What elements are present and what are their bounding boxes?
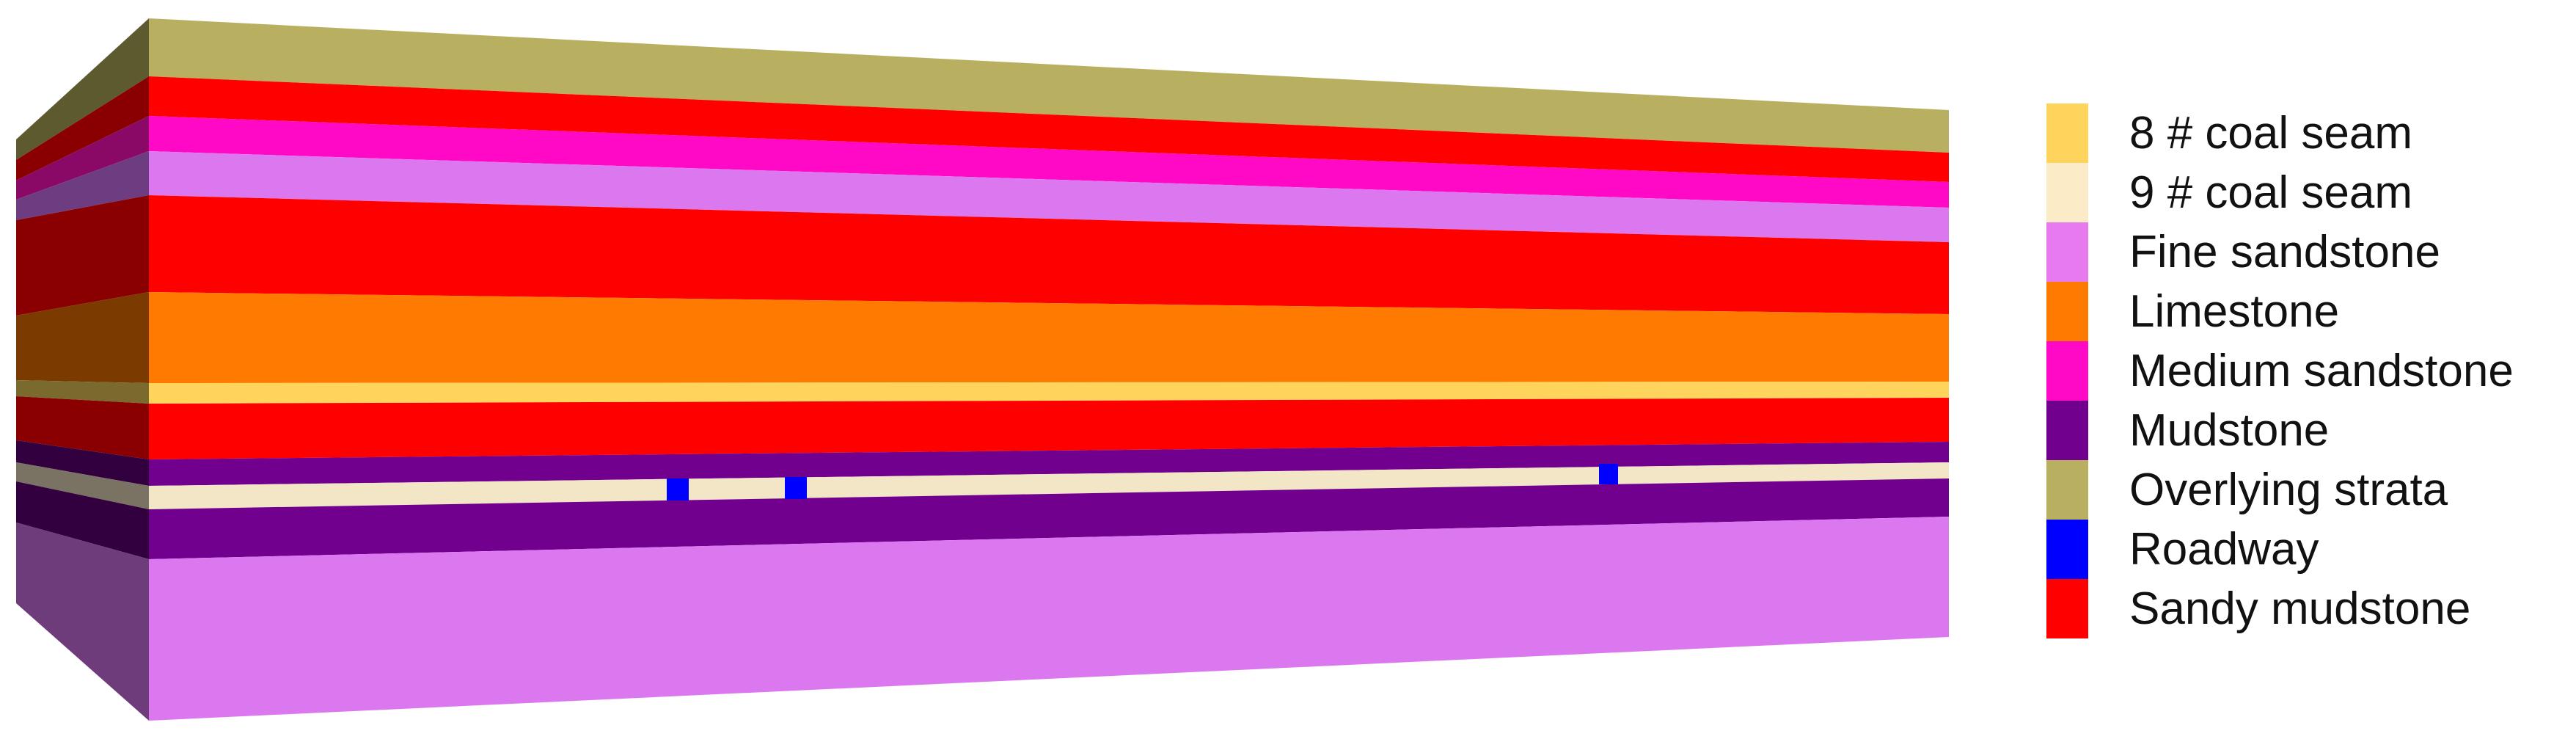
legend-label: 9 # coal seam (2129, 167, 2412, 218)
roadway-2 (785, 477, 807, 499)
legend-label: Limestone (2129, 285, 2340, 337)
legend-swatch (2046, 520, 2088, 579)
side-sandy-mudstone-upper (16, 76, 149, 181)
legend-swatch (2046, 103, 2088, 163)
legend-swatch (2046, 579, 2088, 638)
side-mudstone-lower (16, 481, 149, 559)
legend-item: Medium sandstone (2046, 341, 2560, 401)
legend-label: 8 # coal seam (2129, 107, 2412, 159)
layer-limestone (149, 292, 1949, 383)
layer-9-coal-seam (149, 462, 1949, 509)
legend-item: Mudstone (2046, 401, 2560, 460)
layer-sandy-mudstone-upper (149, 76, 1949, 182)
roadway-3 (1599, 464, 1618, 484)
front-face (149, 18, 1949, 721)
legend-swatch (2046, 222, 2088, 282)
layer-fine-sandstone-lower (149, 517, 1949, 721)
legend-item: 8 # coal seam (2046, 103, 2560, 163)
layer-medium-sandstone (149, 116, 1949, 208)
layer-overlying-strata (149, 18, 1949, 153)
legend-label: Medium sandstone (2129, 345, 2514, 396)
legend-swatch (2046, 401, 2088, 460)
side-9-coal-seam (16, 462, 149, 509)
legend-item: Roadway (2046, 520, 2560, 579)
roadway-1 (667, 478, 689, 500)
layer-8-coal-seam (149, 382, 1949, 404)
side-fine-sandstone-upper (16, 151, 149, 220)
side-medium-sandstone (16, 116, 149, 200)
roadways (667, 464, 1618, 500)
side-face (16, 18, 149, 721)
side-limestone (16, 292, 149, 383)
legend-label: Fine sandstone (2129, 226, 2440, 277)
legend-item: Sandy mudstone (2046, 579, 2560, 638)
side-sandy-mudstone-middle (16, 195, 149, 316)
legend-item: Fine sandstone (2046, 222, 2560, 282)
legend-item: Limestone (2046, 282, 2560, 341)
legend-label: Mudstone (2129, 404, 2330, 456)
side-fine-sandstone-lower (16, 523, 149, 721)
legend-label: Overlying strata (2129, 464, 2448, 515)
layer-sandy-mudstone-lower (149, 398, 1949, 459)
legend-item: 9 # coal seam (2046, 163, 2560, 222)
legend-swatch (2046, 282, 2088, 341)
strata-model-3d (16, 18, 1949, 721)
layer-fine-sandstone-upper (149, 151, 1949, 242)
layer-mudstone-lower (149, 478, 1949, 559)
legend-swatch (2046, 460, 2088, 520)
legend-swatch (2046, 163, 2088, 222)
legend-item: Overlying strata (2046, 460, 2560, 520)
legend-label: Roadway (2129, 523, 2319, 575)
layer-mudstone-upper (149, 442, 1949, 486)
side-overlying-strata (16, 18, 149, 160)
legend-swatch (2046, 341, 2088, 401)
legend-label: Sandy mudstone (2129, 583, 2471, 634)
side-mudstone-upper (16, 440, 149, 486)
side-sandy-mudstone-lower (16, 396, 149, 459)
side-8-coal-seam (16, 380, 149, 404)
layer-sandy-mudstone-middle (149, 195, 1949, 314)
